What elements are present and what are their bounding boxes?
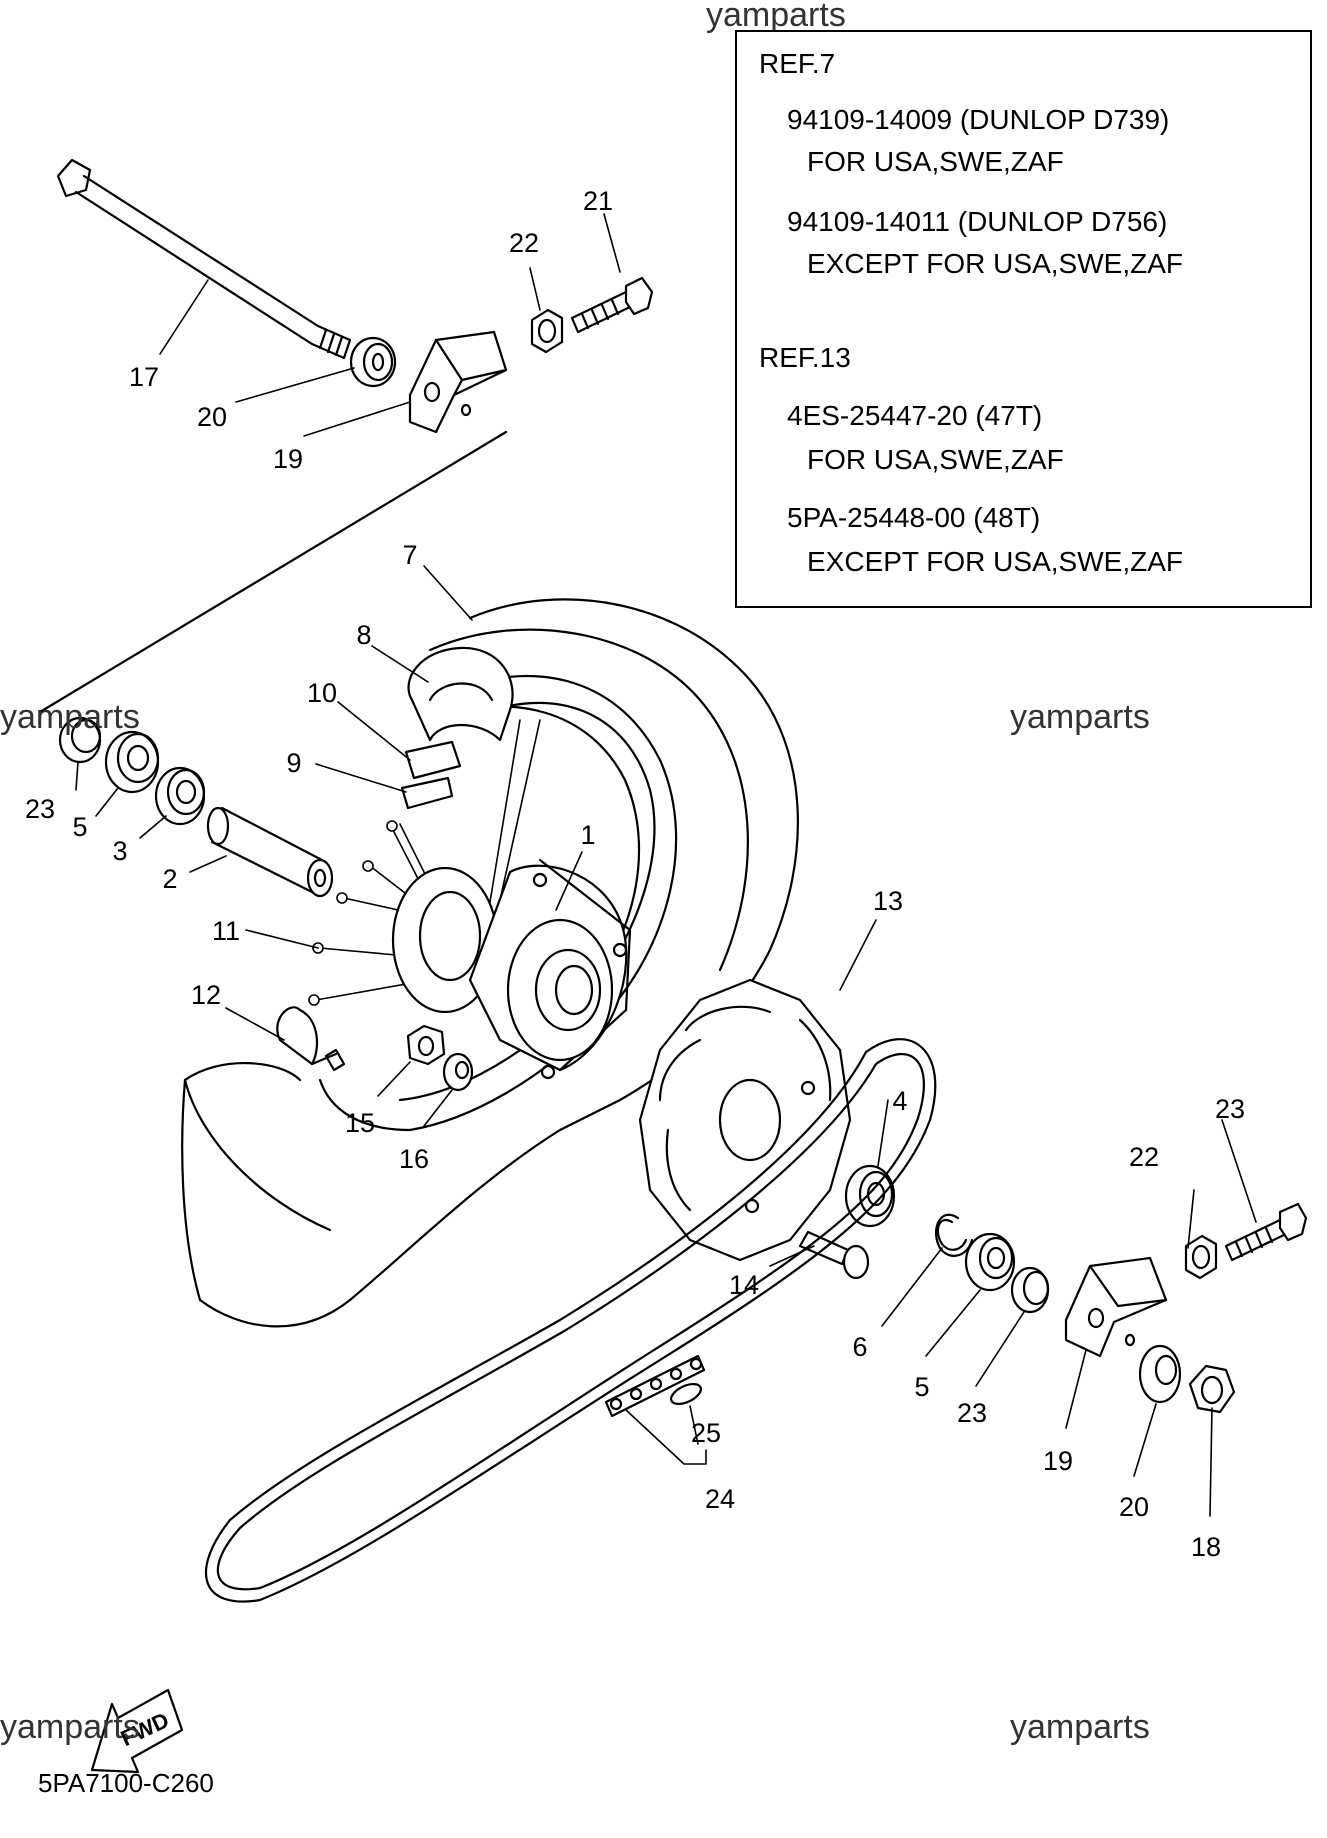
watermark: yamparts: [1010, 1708, 1150, 1746]
oil-seal-left: [104, 730, 160, 794]
callout-5-left: 5: [72, 812, 87, 842]
collar-right: [1010, 1266, 1050, 1314]
fwd-arrow-icon: [90, 1688, 184, 1774]
chain-puller-top: [408, 330, 508, 434]
callout-17: 17: [129, 362, 159, 392]
adjust-bolt-right: [1224, 1202, 1308, 1262]
callout-14: 14: [729, 1270, 759, 1300]
callout-3: 3: [112, 836, 127, 866]
spacer-tube: [206, 806, 334, 898]
hub-nut: [406, 1024, 446, 1066]
ref-13-part-1-region: FOR USA,SWE,ZAF: [807, 444, 1064, 475]
watermark: yamparts: [1010, 698, 1150, 736]
callout-21: 21: [583, 186, 613, 216]
circlip: [935, 1213, 974, 1257]
axle-nut: [1188, 1364, 1236, 1414]
callout-1: 1: [580, 820, 595, 850]
axle-part: [56, 158, 352, 360]
callout-10: 10: [307, 678, 337, 708]
callout-23-mid: 23: [957, 1398, 987, 1428]
callout-7: 7: [402, 540, 417, 570]
adjust-bolt-top: [570, 276, 654, 334]
watermark: yamparts: [706, 0, 846, 34]
ref-13-part-2-region: EXCEPT FOR USA,SWE,ZAF: [807, 546, 1183, 577]
callout-6: 6: [852, 1332, 867, 1362]
callout-16: 16: [399, 1144, 429, 1174]
callout-20-top: 20: [197, 402, 227, 432]
callout-24: 24: [705, 1484, 735, 1514]
callout-19-top: 19: [273, 444, 303, 474]
ref-7-part-1: 94109-14009 (DUNLOP D739): [787, 104, 1170, 135]
ref-7-heading: REF.7: [759, 48, 836, 79]
callout-22-right: 22: [1129, 1142, 1159, 1172]
callout-9: 9: [286, 748, 301, 778]
sprocket-bolt: [798, 1230, 870, 1280]
callout-25: 25: [691, 1418, 721, 1448]
ref-13-heading: REF.13: [759, 342, 851, 373]
callout-5-right: 5: [914, 1372, 929, 1402]
callout-19-right: 19: [1043, 1446, 1073, 1476]
ref-13-part-2: 5PA-25448-00 (48T): [787, 502, 1041, 533]
oil-seal-right: [964, 1232, 1016, 1292]
callout-13: 13: [873, 886, 903, 916]
washer-right: [1138, 1344, 1182, 1404]
drive-chain: [204, 1038, 937, 1603]
diagram-code: 5PA7100-C260: [38, 1768, 214, 1798]
callout-23-right: 23: [1215, 1094, 1245, 1124]
rim-band: [404, 740, 462, 780]
chain-joint: [604, 1354, 706, 1418]
collar-left: [58, 716, 102, 764]
callout-23-left: 23: [25, 794, 55, 824]
callout-11: 11: [212, 916, 240, 946]
callout-8: 8: [356, 620, 371, 650]
callout-4: 4: [892, 1086, 907, 1116]
reference-notes-box: REF.7 94109-14009 (DUNLOP D739) FOR USA,…: [735, 30, 1312, 608]
callout-20-right: 20: [1119, 1492, 1149, 1522]
hub-washer: [442, 1052, 474, 1092]
ref-13-part-1: 4ES-25447-20 (47T): [787, 400, 1043, 431]
ref-7-part-2-region: EXCEPT FOR USA,SWE,ZAF: [807, 248, 1183, 279]
leader-lines: [75, 213, 1257, 1517]
rim-tape: [400, 776, 454, 810]
ref-7-part-2: 94109-14011 (DUNLOP D756): [787, 206, 1168, 237]
hub: [468, 858, 632, 1080]
nut-right: [1184, 1234, 1218, 1280]
callout-12: 12: [191, 980, 221, 1010]
callout-22-top: 22: [509, 228, 539, 258]
tire: [181, 598, 799, 1328]
sprocket: [638, 978, 852, 1262]
watermark: yamparts: [0, 1708, 140, 1746]
nut-top: [530, 308, 564, 354]
ref-7-part-1-region: FOR USA,SWE,ZAF: [807, 146, 1064, 177]
watermark: yamparts: [0, 698, 140, 736]
callout-15: 15: [345, 1108, 375, 1138]
chain-puller-right: [1064, 1256, 1168, 1358]
callout-18: 18: [1191, 1532, 1221, 1562]
callout-2: 2: [162, 864, 177, 894]
valve-cap: [276, 1006, 346, 1072]
inner-tube: [407, 646, 514, 742]
bearing-left: [154, 766, 206, 826]
washer-top: [349, 336, 397, 388]
